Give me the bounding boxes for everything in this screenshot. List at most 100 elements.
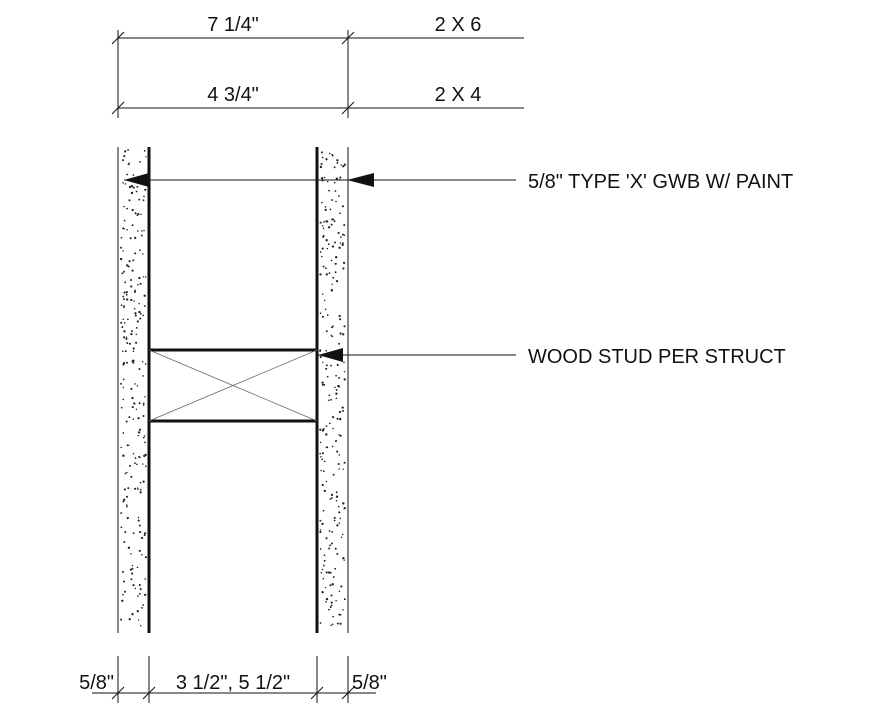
stipple-dot: [338, 342, 341, 345]
stipple-dot: [319, 428, 322, 431]
stipple-dot: [121, 350, 124, 352]
stipple-dot: [134, 312, 137, 315]
stipple-dot: [325, 600, 327, 603]
stipple-dot: [138, 583, 141, 587]
stipple-dot: [334, 241, 336, 244]
stipple-dot: [142, 436, 145, 439]
stipple-dot: [338, 613, 341, 616]
stipple-dot: [329, 208, 332, 211]
stipple-dot: [326, 375, 329, 378]
stipple-dot: [342, 502, 345, 505]
stipple-dot: [333, 519, 336, 522]
stipple-dot: [123, 305, 126, 308]
stipple-dot: [323, 554, 326, 557]
stipple-dot: [320, 455, 322, 458]
stipple-dot: [131, 572, 134, 575]
stipple-dot: [320, 162, 323, 166]
stipple-dot: [328, 530, 331, 532]
stipple-dot: [319, 251, 322, 253]
stipple-dot: [336, 417, 339, 420]
dimension-bottom: 5/8" 3 1/2", 5 1/2" 5/8": [79, 656, 387, 703]
stipple-dot: [325, 364, 328, 367]
stipple-dot: [332, 416, 335, 419]
stipple-dot: [341, 205, 344, 208]
stipple-dot: [322, 564, 325, 567]
stipple-dot: [319, 530, 322, 534]
stipple-dot: [129, 237, 132, 240]
stipple-dot: [131, 224, 134, 227]
stipple-dot: [122, 580, 126, 583]
stipple-dot: [343, 361, 345, 364]
stipple-dot: [338, 410, 342, 414]
stipple-dot: [325, 433, 328, 436]
stipple-dot: [324, 206, 327, 208]
stipple-dot: [325, 220, 329, 223]
stipple-dot: [122, 227, 125, 230]
stipple-dot: [340, 585, 343, 588]
stipple-dot: [332, 615, 334, 618]
stipple-dot: [325, 367, 328, 370]
stipple-dot: [134, 487, 137, 490]
stipple-dot: [330, 364, 332, 367]
stipple-dot: [141, 536, 144, 540]
stipple-dot: [331, 531, 334, 533]
stipple-dot: [327, 226, 331, 229]
stipple-dot: [130, 298, 133, 302]
stipple-dot: [122, 570, 124, 573]
stipple-dot: [139, 588, 142, 591]
stipple-dot: [339, 417, 342, 421]
stipple-dot: [139, 488, 142, 491]
stipple-dot: [325, 537, 328, 540]
stipple-dot: [319, 452, 322, 455]
stipple-dot: [143, 532, 147, 535]
stipple-dot: [122, 454, 125, 457]
stipple-dot: [131, 360, 134, 363]
stipple-dot: [130, 552, 132, 555]
stipple-dot: [321, 156, 324, 159]
stipple-dot: [136, 185, 139, 188]
stipple-dot: [139, 161, 141, 163]
stipple-dot: [330, 604, 333, 607]
stipple-dot: [325, 571, 328, 574]
stipple-dot: [335, 388, 338, 391]
stipple-dot: [325, 349, 328, 352]
dim-label-top-overall: 7 1/4": [207, 14, 259, 36]
stipple-dot: [332, 576, 335, 578]
stipple-dot: [325, 480, 328, 483]
stipple-dot: [124, 150, 127, 153]
stipple-dot: [339, 242, 342, 244]
stipple-dot: [123, 155, 126, 158]
stipple-dot: [122, 398, 125, 401]
stipple-dot: [137, 595, 139, 597]
stipple-dot: [319, 529, 322, 531]
stipple-dot: [130, 185, 134, 188]
stipple-dot: [321, 568, 324, 571]
stipple-dot: [140, 312, 142, 315]
stipple-dot: [323, 176, 326, 179]
stipple-dot: [131, 564, 134, 567]
stipple-dot: [131, 396, 134, 400]
stipple-dot: [126, 505, 128, 508]
stipple-dot: [333, 166, 336, 169]
stipple-dot: [331, 283, 333, 285]
stipple-dot: [131, 269, 134, 272]
stipple-dot: [331, 335, 334, 338]
stipple-dot: [332, 427, 334, 430]
stipple-dot: [331, 153, 333, 156]
stipple-dot: [322, 293, 324, 295]
stipple-dot: [139, 531, 142, 534]
stipple-dot: [335, 495, 339, 498]
stipple-dot: [126, 516, 129, 520]
stipple-dot: [122, 336, 126, 339]
stipple-dot: [322, 265, 325, 268]
stipple-dot: [124, 350, 127, 353]
stipple-dot: [131, 208, 134, 212]
stipple-dot: [323, 559, 326, 562]
stipple-dot: [139, 625, 142, 627]
stipple-dot: [121, 326, 124, 329]
stipple-dot: [331, 623, 334, 625]
stipple-dot: [126, 444, 129, 447]
stipple-dot: [340, 164, 342, 166]
stipple-dot: [132, 350, 135, 353]
stipple-dot: [134, 289, 136, 291]
